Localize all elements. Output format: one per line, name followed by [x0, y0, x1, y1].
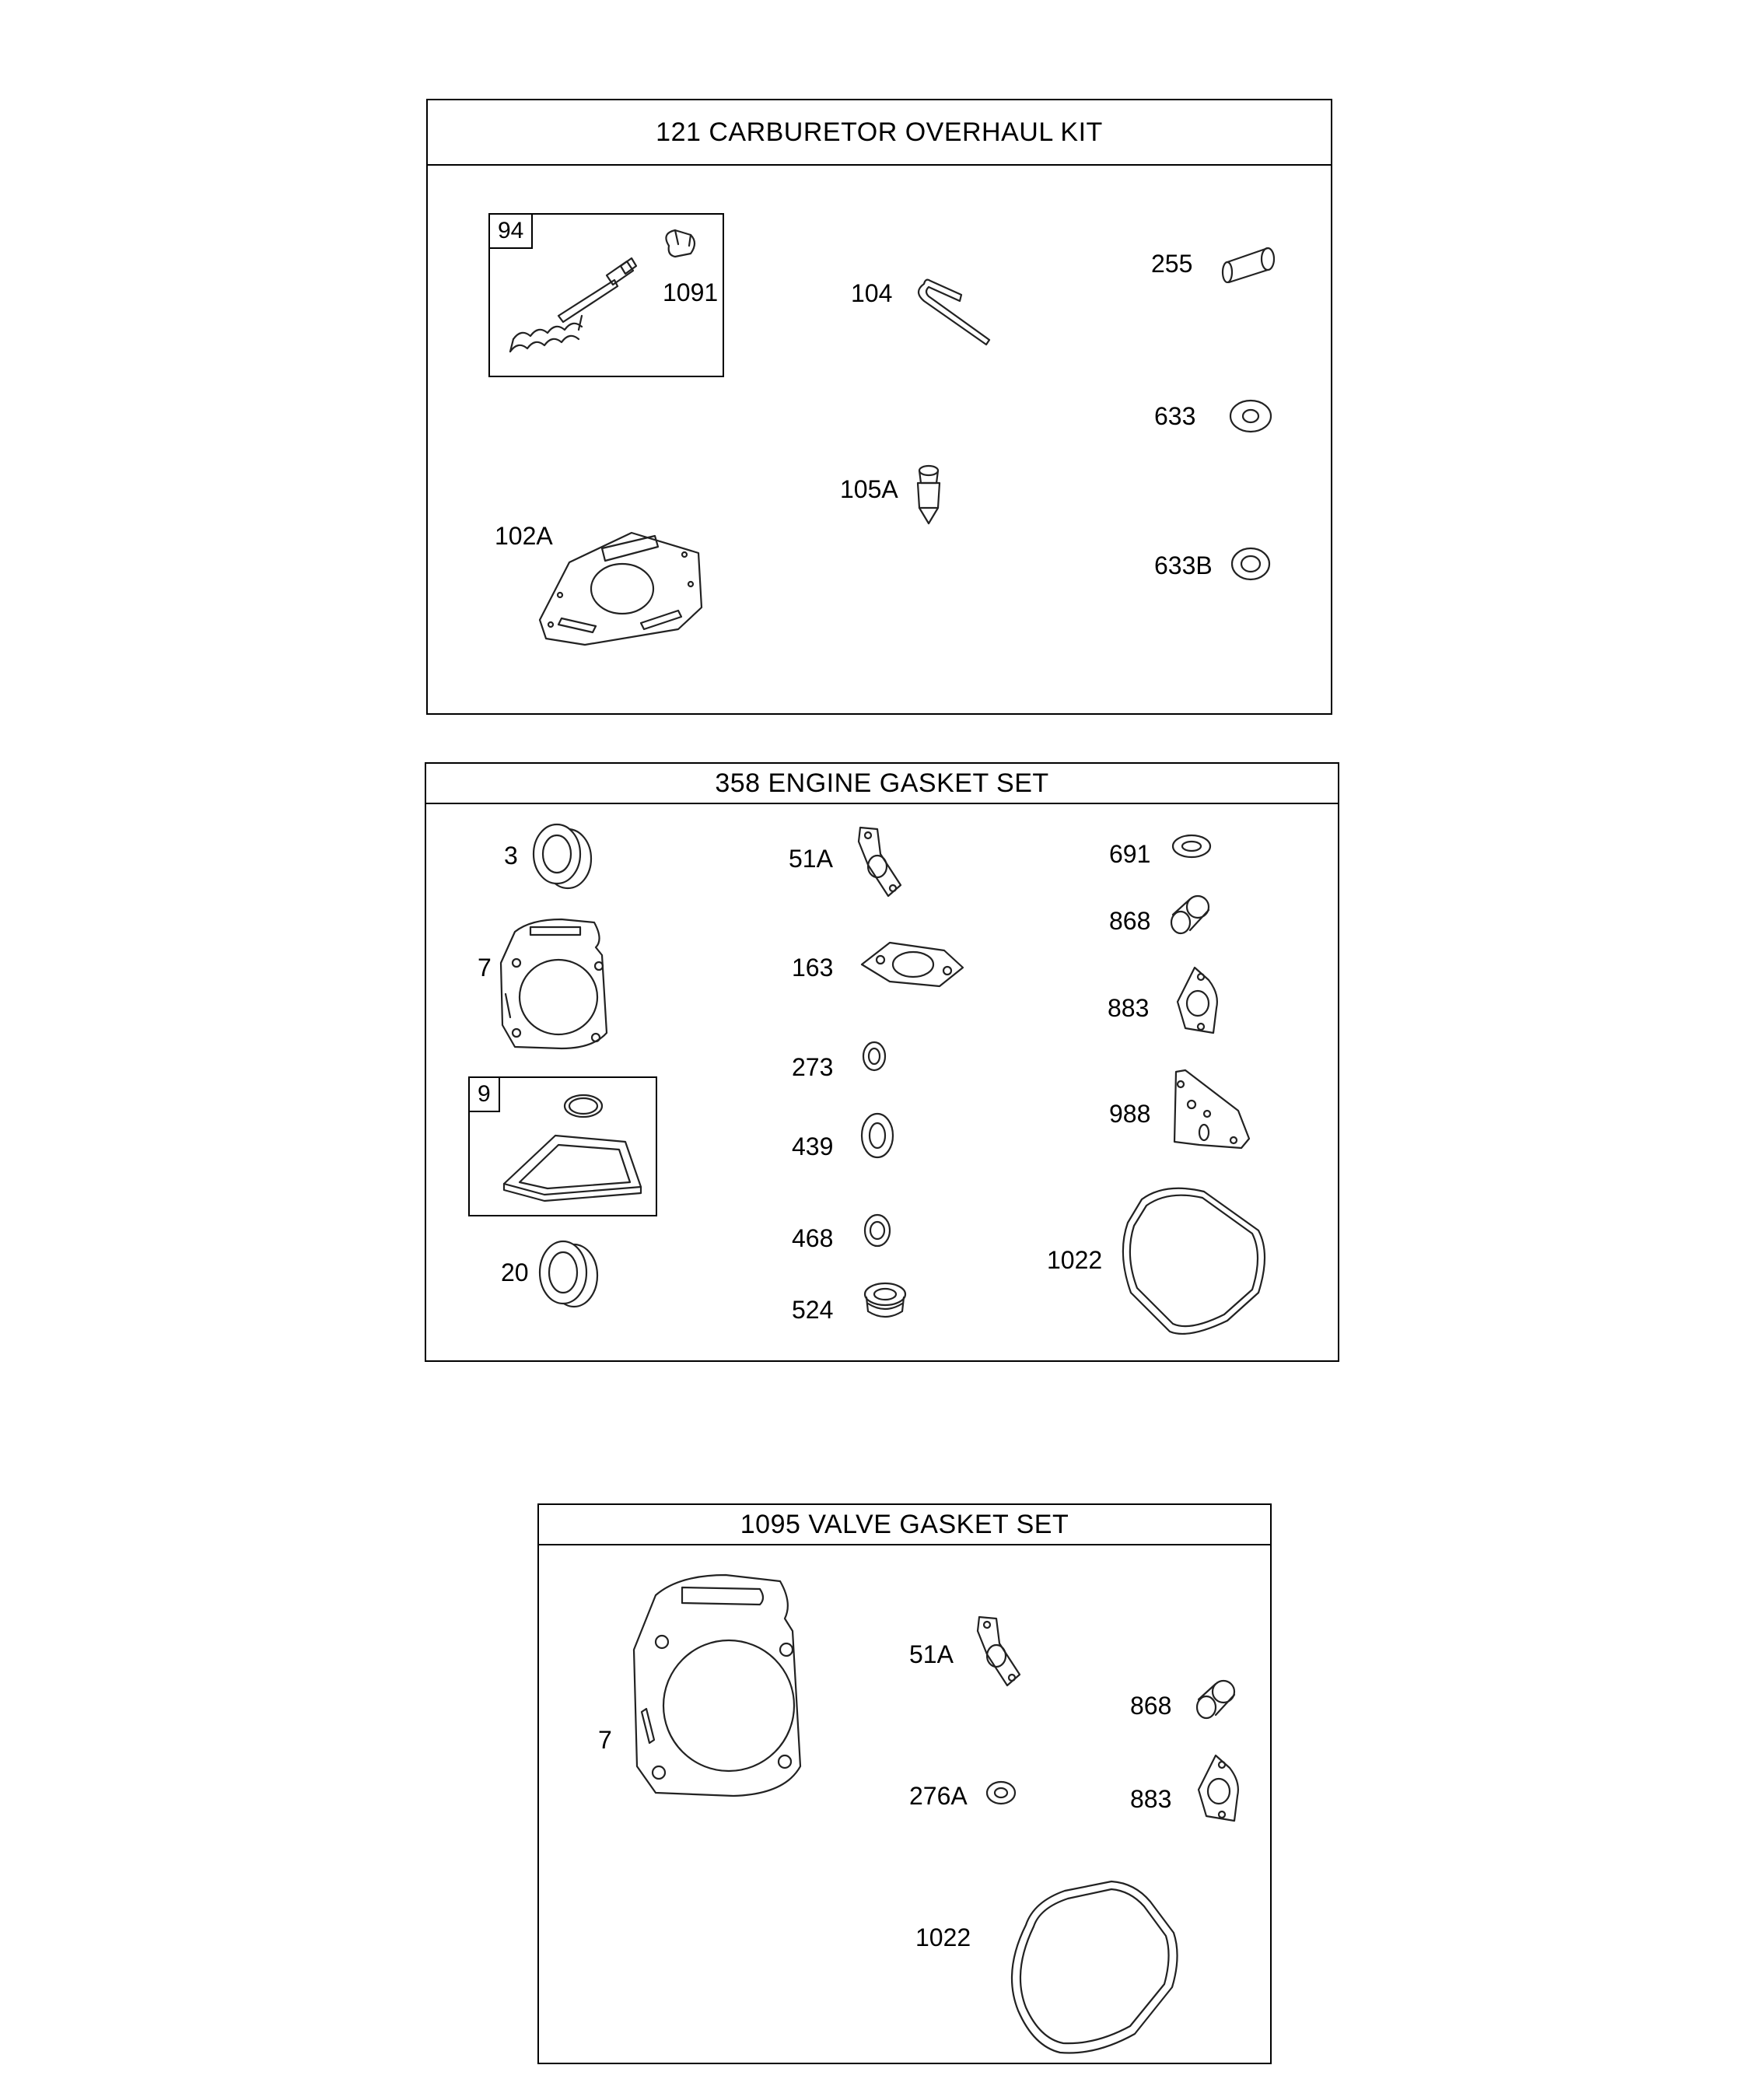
valve-cover-gasket-drawing [1010, 1880, 1178, 2054]
kit-title-text: 358 ENGINE GASKET SET [715, 768, 1049, 798]
part-label: 3 [504, 842, 518, 870]
part-label: 883 [1130, 1785, 1172, 1813]
seal-washer-drawing [860, 1112, 894, 1159]
part-label: 524 [792, 1296, 834, 1324]
part-label: 1022 [1047, 1246, 1103, 1274]
oil-seal-drawing [532, 823, 593, 890]
part-label: 105A [840, 475, 898, 503]
cylinder-head-gasket-drawing [499, 918, 608, 1050]
carburetor-gasket-plate-drawing [538, 531, 703, 646]
carburetor-overhaul-kit-panel: 121 CARBURETOR OVERHAUL KIT 94 1091 104 … [426, 99, 1332, 715]
gasket-drawing [1176, 966, 1218, 1034]
subkit-9-box: 9 [468, 1076, 657, 1216]
washer-drawing [1171, 834, 1212, 859]
valve-seal-drawing [1170, 894, 1210, 935]
valve-cover-gasket-drawing [1122, 1187, 1266, 1335]
cylinder-head-gasket-drawing [632, 1573, 802, 1797]
part-label: 1022 [915, 1923, 971, 1951]
float-needle-drawing [916, 464, 941, 525]
kit-title: 358 ENGINE GASKET SET [426, 764, 1338, 804]
subkit-number: 94 [490, 215, 534, 249]
kit-title-text: 121 CARBURETOR OVERHAUL KIT [656, 117, 1103, 147]
subkit-94-box: 94 1091 [488, 213, 724, 377]
part-label: 51A [789, 845, 833, 873]
part-label: 273 [792, 1053, 834, 1081]
exhaust-gasket-drawing [976, 1615, 1021, 1687]
part-label: 51A [909, 1640, 954, 1668]
nut-drawing [985, 1780, 1017, 1805]
part-label: 255 [1151, 250, 1193, 278]
intake-gasket-drawing [860, 941, 964, 988]
breather-gasket-drawing [1173, 1069, 1251, 1150]
part-label: 276A [909, 1782, 968, 1810]
part-label: 633B [1154, 551, 1213, 579]
washer-drawing [1229, 399, 1272, 433]
kit-title-text: 1095 VALVE GASKET SET [740, 1509, 1069, 1539]
hex-key-drawing [917, 278, 991, 346]
part-label: 691 [1109, 840, 1151, 868]
valve-seal-drawing [1195, 1679, 1236, 1720]
oil-seal-drawing [538, 1240, 599, 1308]
kit-title: 1095 VALVE GASKET SET [539, 1505, 1270, 1545]
kit-title: 121 CARBURETOR OVERHAUL KIT [428, 100, 1331, 166]
gasket-drawing [1197, 1754, 1239, 1822]
part-label: 988 [1109, 1100, 1151, 1128]
part-label: 439 [792, 1132, 834, 1160]
washer-drawing [863, 1213, 891, 1248]
plug-drawing [863, 1282, 907, 1318]
part-label: 104 [851, 279, 893, 307]
part-label: 868 [1109, 907, 1151, 935]
part-label: 163 [792, 954, 834, 982]
idle-mixture-screw-drawing [509, 229, 696, 353]
bushing-drawing [1221, 247, 1276, 284]
part-label: 102A [495, 522, 553, 550]
part-label: 633 [1154, 402, 1196, 430]
exhaust-gasket-drawing [857, 826, 902, 898]
valve-gasket-set-panel: 1095 VALVE GASKET SET 7 51A 868 276A 883… [537, 1503, 1272, 2064]
part-label: 20 [501, 1258, 529, 1286]
part-label: 7 [598, 1726, 612, 1754]
part-label: 1091 [663, 278, 719, 306]
oil-sump-gasket-drawing [502, 1094, 642, 1202]
subkit-number: 9 [470, 1078, 500, 1112]
part-label: 883 [1108, 994, 1150, 1022]
o-ring-drawing [862, 1041, 887, 1072]
engine-gasket-set-panel: 358 ENGINE GASKET SET 3 51A 691 868 7 16… [425, 762, 1339, 1362]
part-label: 7 [478, 954, 492, 982]
washer-drawing [1230, 547, 1271, 581]
part-label: 468 [792, 1224, 834, 1252]
part-label: 868 [1130, 1692, 1172, 1720]
